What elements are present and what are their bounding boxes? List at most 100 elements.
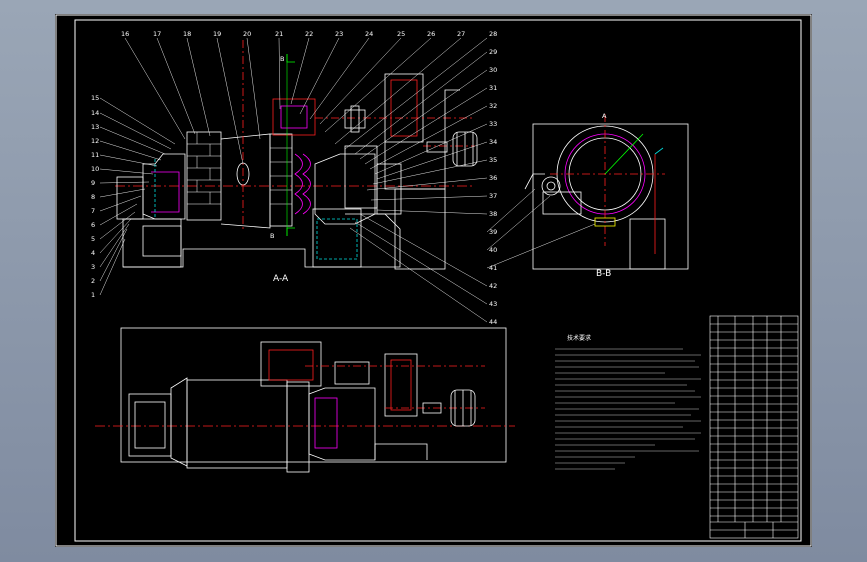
plan-coupling bbox=[334, 361, 370, 385]
base-outline bbox=[123, 248, 401, 268]
notes-text-lines bbox=[555, 348, 701, 470]
plan-gearbox-inner bbox=[268, 349, 314, 381]
part-number-26: 26 bbox=[427, 30, 435, 38]
part-number-36: 36 bbox=[489, 174, 497, 182]
outer-border bbox=[55, 14, 812, 547]
part-number-25: 25 bbox=[397, 30, 405, 38]
leader-29 bbox=[354, 51, 488, 155]
leader-7 bbox=[99, 195, 142, 212]
left-pedestal-inner bbox=[142, 225, 182, 257]
part-number-40: 40 bbox=[489, 246, 497, 254]
leader-4 bbox=[99, 218, 132, 254]
leader-20 bbox=[246, 37, 261, 140]
part-number-34: 34 bbox=[489, 138, 497, 146]
leader-39 bbox=[486, 188, 536, 233]
part-number-38: 38 bbox=[489, 210, 497, 218]
part-number-24: 24 bbox=[365, 30, 373, 38]
plan-discharge bbox=[308, 387, 376, 461]
part-number-23: 23 bbox=[335, 30, 343, 38]
part-number-12: 12 bbox=[91, 137, 99, 145]
part-number-17: 17 bbox=[153, 30, 161, 38]
part-number-18: 18 bbox=[183, 30, 191, 38]
spiral-flight-2 bbox=[302, 153, 311, 215]
leader-1 bbox=[99, 238, 126, 296]
notes-title: 技术要求 bbox=[567, 334, 591, 342]
leader-28 bbox=[344, 37, 488, 150]
leader-23 bbox=[299, 37, 340, 115]
part-number-28: 28 bbox=[489, 30, 497, 38]
part-number-2: 2 bbox=[91, 277, 95, 285]
leader-44 bbox=[349, 227, 488, 323]
part-number-7: 7 bbox=[91, 207, 95, 215]
part-number-6: 6 bbox=[91, 221, 95, 229]
roller-arm bbox=[524, 173, 545, 190]
leader-24 bbox=[309, 37, 370, 120]
leader-38 bbox=[376, 209, 488, 215]
leader-14 bbox=[99, 112, 172, 150]
plan-support bbox=[374, 443, 428, 460]
plan-reducer-inner bbox=[390, 359, 412, 411]
part-number-15: 15 bbox=[91, 94, 99, 102]
technical-notes: 技术要求 bbox=[555, 334, 701, 470]
part-number-41: 41 bbox=[489, 264, 497, 272]
plan-gearbox bbox=[260, 341, 322, 387]
leader-3 bbox=[99, 223, 130, 268]
leader-2 bbox=[99, 228, 128, 282]
end-cut-marker-a: A bbox=[602, 112, 607, 120]
inner-border bbox=[74, 19, 802, 542]
part-number-14: 14 bbox=[91, 109, 99, 117]
motor-frame bbox=[394, 188, 446, 270]
leader-26 bbox=[324, 37, 432, 133]
leader-32 bbox=[369, 105, 488, 170]
leader-11 bbox=[99, 154, 158, 167]
part-number-39: 39 bbox=[489, 228, 497, 236]
part-number-33: 33 bbox=[489, 120, 497, 128]
part-number-42: 42 bbox=[489, 282, 497, 290]
part-number-9: 9 bbox=[91, 179, 95, 187]
section-view-b-b bbox=[524, 114, 689, 270]
support-roller-hub bbox=[546, 181, 556, 191]
part-number-35: 35 bbox=[489, 156, 497, 164]
part-number-32: 32 bbox=[489, 102, 497, 110]
part-number-11: 11 bbox=[91, 151, 99, 159]
leader-21 bbox=[278, 37, 281, 110]
section-label-b-b: B-B bbox=[596, 269, 611, 279]
reducer bbox=[384, 73, 424, 143]
plan-base-outline bbox=[120, 327, 507, 463]
right-support-base bbox=[629, 218, 666, 270]
part-number-37: 37 bbox=[489, 192, 497, 200]
support-roller bbox=[541, 176, 561, 196]
leader-16 bbox=[124, 37, 186, 140]
leader-43 bbox=[354, 221, 488, 305]
leader-13 bbox=[99, 126, 166, 155]
part-number-43: 43 bbox=[489, 300, 497, 308]
part-number-1: 1 bbox=[91, 291, 95, 299]
left-bearing-cap bbox=[116, 176, 144, 220]
cut-arrow-b-bottom bbox=[286, 227, 295, 236]
leader-19 bbox=[216, 37, 244, 165]
reducer-inner bbox=[390, 79, 418, 137]
leader-40 bbox=[486, 195, 551, 251]
drum-shell bbox=[220, 133, 271, 229]
part-number-13: 13 bbox=[91, 123, 99, 131]
motor-coupling bbox=[426, 141, 448, 153]
part-number-8: 8 bbox=[91, 193, 95, 201]
part-number-19: 19 bbox=[213, 30, 221, 38]
bottom-wheel bbox=[594, 217, 616, 227]
leader-15 bbox=[99, 97, 176, 145]
section-view-a-a bbox=[115, 40, 478, 270]
leader-41 bbox=[486, 223, 596, 269]
right-support bbox=[345, 213, 401, 254]
cut-arrow-b-top bbox=[286, 54, 295, 63]
gear-box-inner bbox=[280, 105, 308, 129]
coupling-hub bbox=[350, 105, 360, 133]
left-bearing-housing bbox=[142, 153, 186, 220]
leader-36 bbox=[366, 177, 488, 191]
leader-22 bbox=[290, 37, 310, 105]
plan-view bbox=[95, 327, 515, 473]
leader-31 bbox=[364, 87, 488, 165]
part-number-4: 4 bbox=[91, 249, 95, 257]
leader-27 bbox=[334, 37, 462, 145]
